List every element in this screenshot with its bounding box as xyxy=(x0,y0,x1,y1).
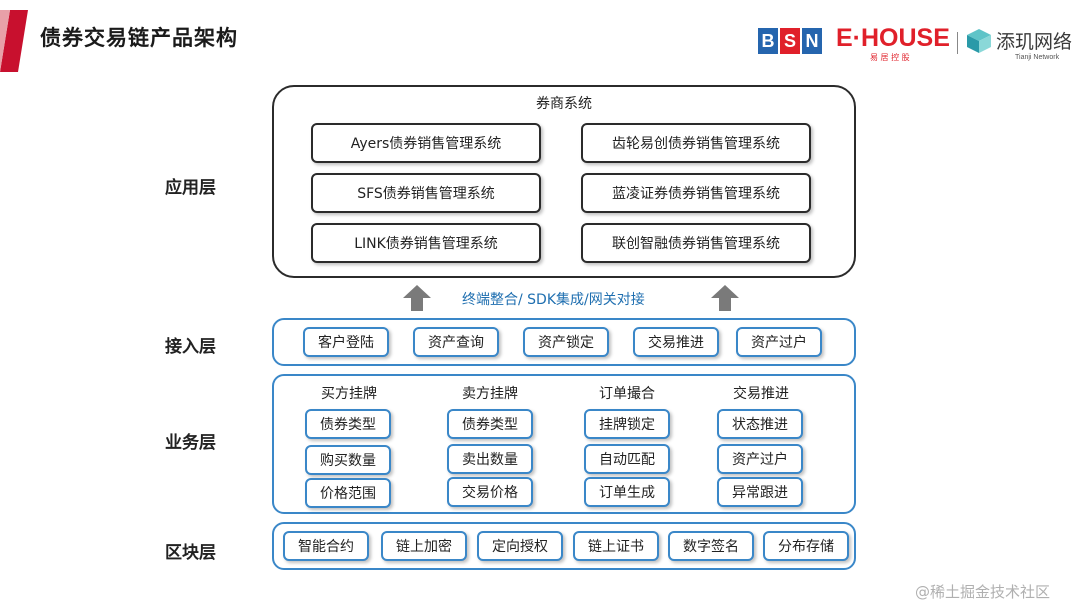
business-item: 挂牌锁定 xyxy=(584,409,670,439)
business-column-header: 卖方挂牌 xyxy=(462,386,518,402)
integration-text: 终端整合/ SDK集成/网关对接 xyxy=(462,292,645,308)
bsn-logo: B S N xyxy=(758,28,822,54)
access-layer-box xyxy=(272,318,856,366)
broker-systems-title: 券商系统 xyxy=(536,96,592,112)
business-item: 状态推进 xyxy=(717,409,803,439)
business-item: 自动匹配 xyxy=(584,444,670,474)
bsn-letter-n: N xyxy=(802,28,822,54)
system-box: 蓝凌证券债券销售管理系统 xyxy=(581,173,811,213)
business-item: 价格范围 xyxy=(305,478,391,508)
blockchain-item: 智能合约 xyxy=(283,531,369,561)
arrow-up-icon xyxy=(403,285,431,311)
system-box: Ayers债券销售管理系统 xyxy=(311,123,541,163)
blockchain-item: 链上证书 xyxy=(573,531,659,561)
system-box: 联创智融债券销售管理系统 xyxy=(581,223,811,263)
title-accent-bar xyxy=(0,10,28,72)
arrow-up-icon xyxy=(711,285,739,311)
business-column-header: 交易推进 xyxy=(733,386,789,402)
business-layer-box xyxy=(272,374,856,514)
access-item: 资产过户 xyxy=(736,327,822,357)
layer-label-blockchain: 区块层 xyxy=(165,543,216,563)
system-box: 齿轮易创债券销售管理系统 xyxy=(581,123,811,163)
bsn-letter-s: S xyxy=(780,28,800,54)
access-item: 资产锁定 xyxy=(523,327,609,357)
blockchain-item: 分布存储 xyxy=(763,531,849,561)
business-item: 异常跟进 xyxy=(717,477,803,507)
system-box: SFS债券销售管理系统 xyxy=(311,173,541,213)
business-item: 资产过户 xyxy=(717,444,803,474)
system-box: LINK债券销售管理系统 xyxy=(311,223,541,263)
access-item: 客户登陆 xyxy=(303,327,389,357)
watermark: @稀土掘金技术社区 xyxy=(915,583,1051,601)
tianji-logo: 添玑网络 xyxy=(996,31,1073,53)
business-item: 债券类型 xyxy=(447,409,533,439)
application-layer-box xyxy=(272,85,856,278)
page-title: 债券交易链产品架构 xyxy=(40,26,238,50)
business-item: 交易价格 xyxy=(447,477,533,507)
logo-separator xyxy=(957,32,958,54)
bsn-letter-b: B xyxy=(758,28,778,54)
business-item: 购买数量 xyxy=(305,445,391,475)
business-item: 卖出数量 xyxy=(447,444,533,474)
tianji-cube-icon xyxy=(967,29,991,53)
ehouse-logo-subtitle: 易 居 控 股 xyxy=(870,53,910,62)
layer-label-access: 接入层 xyxy=(165,337,216,357)
business-item: 债券类型 xyxy=(305,409,391,439)
blockchain-item: 数字签名 xyxy=(668,531,754,561)
blockchain-layer-box xyxy=(272,522,856,570)
business-item: 订单生成 xyxy=(584,477,670,507)
blockchain-item: 定向授权 xyxy=(477,531,563,561)
tianji-logo-subtitle: Tianji Network xyxy=(1015,54,1060,61)
business-column-header: 订单撮合 xyxy=(599,386,655,402)
ehouse-logo: E·HOUSE xyxy=(836,24,950,52)
access-item: 交易推进 xyxy=(633,327,719,357)
business-column-header: 买方挂牌 xyxy=(321,386,377,402)
layer-label-business: 业务层 xyxy=(165,433,216,453)
layer-label-application: 应用层 xyxy=(165,178,216,198)
access-item: 资产查询 xyxy=(413,327,499,357)
blockchain-item: 链上加密 xyxy=(381,531,467,561)
